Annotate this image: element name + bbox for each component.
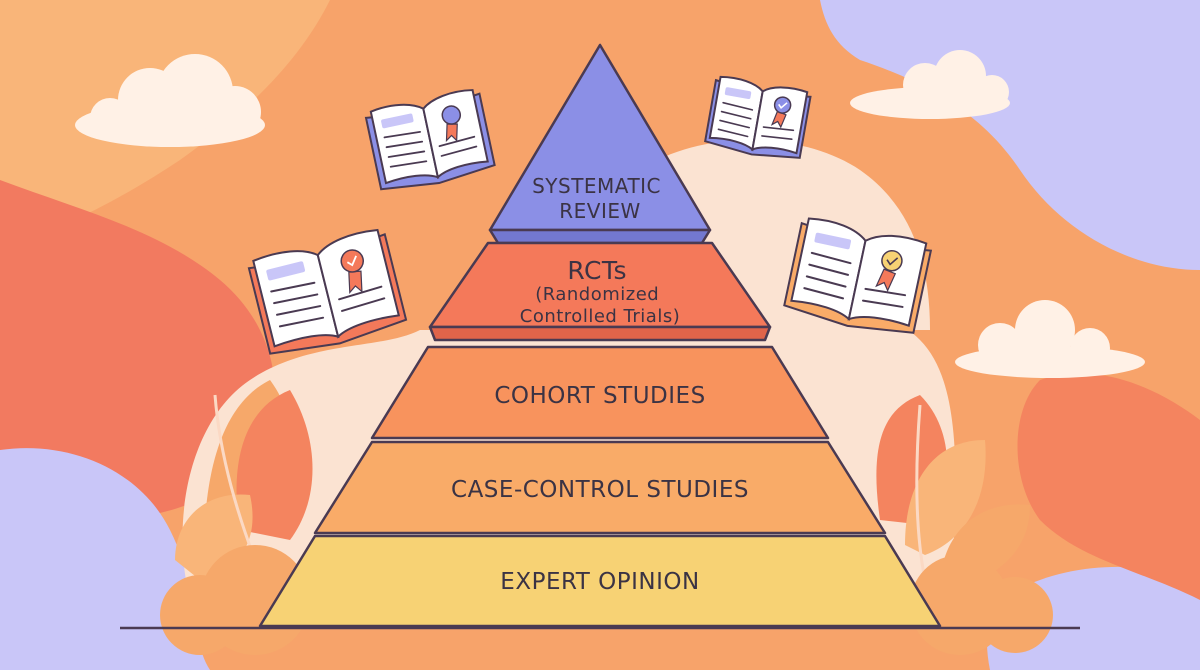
cloud-icon <box>850 50 1010 119</box>
tier-label: EXPERT OPINION <box>500 569 699 595</box>
open-book-icon <box>247 228 408 355</box>
award-ribbon-icon <box>875 249 903 292</box>
open-book-icon <box>783 217 933 334</box>
cloud-icon <box>955 300 1145 378</box>
award-ribbon-icon <box>770 96 792 129</box>
tier-cohort-studies[interactable]: COHORT STUDIES <box>370 345 830 440</box>
background-blob-lavender-bottomleft <box>0 448 210 670</box>
award-ribbon-icon <box>340 249 364 295</box>
open-book-icon <box>704 75 812 159</box>
evidence-pyramid: SYSTEMATIC REVIEW RCTs (Randomized Contr… <box>258 43 942 628</box>
tier-rcts[interactable]: RCTs (Randomized Controlled Trials) <box>428 241 772 342</box>
tier-case-control-studies[interactable]: CASE-CONTROL STUDIES <box>313 440 887 535</box>
tier-label: RCTs (Randomized Controlled Trials) <box>520 256 680 327</box>
tier-label: CASE-CONTROL STUDIES <box>451 477 749 503</box>
cloud-icon <box>75 54 265 147</box>
tier-label: COHORT STUDIES <box>494 383 705 409</box>
award-ribbon-icon <box>441 105 462 143</box>
tier-expert-opinion[interactable]: EXPERT OPINION <box>258 534 942 628</box>
tier-label: SYSTEMATIC REVIEW <box>532 174 668 223</box>
tier-systematic-review[interactable]: SYSTEMATIC REVIEW <box>488 43 712 245</box>
open-book-icon <box>364 89 496 191</box>
background-blob-coral-right <box>1017 373 1200 600</box>
